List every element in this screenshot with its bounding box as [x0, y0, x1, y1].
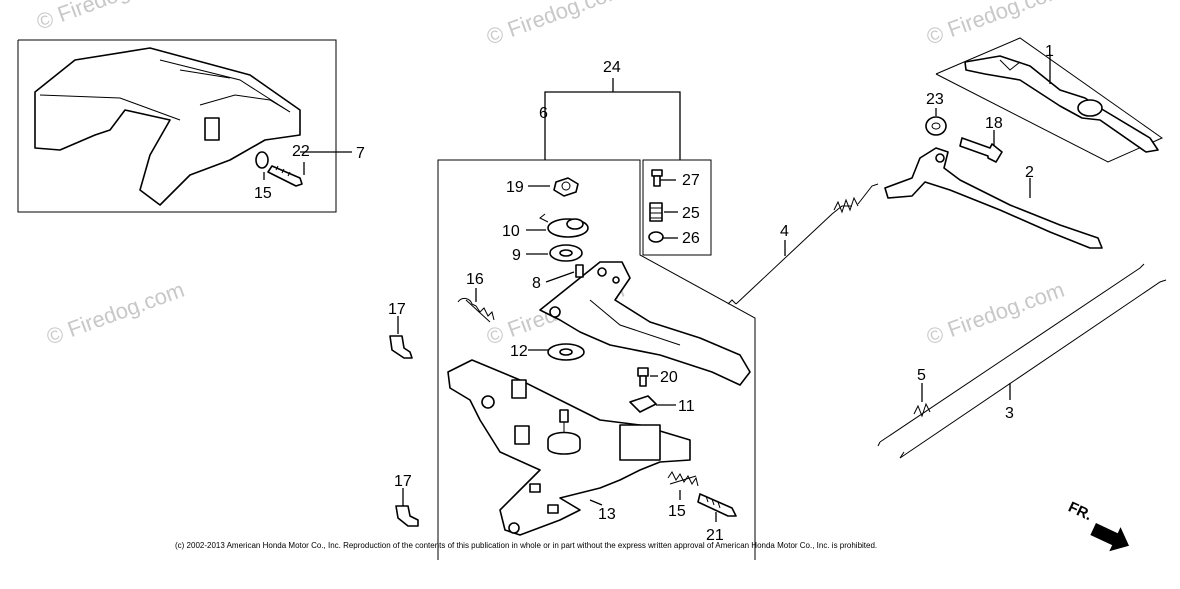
governor-arm-group [437, 78, 756, 560]
cover-boss [204, 117, 220, 141]
label-21: 21 [706, 527, 724, 544]
label-11: 11 [678, 398, 695, 415]
label-23: 23 [926, 91, 944, 108]
label-2: 2 [1025, 164, 1034, 181]
bolt-18 [959, 130, 1003, 163]
front-arrow-icon [1090, 523, 1129, 552]
watermark: © Firedog.com [43, 277, 187, 350]
label-19: 19 [506, 179, 524, 196]
label-17-top: 17 [388, 301, 406, 318]
label-22: 22 [292, 143, 310, 160]
label-15-top: 15 [254, 185, 272, 202]
label-20: 20 [660, 369, 678, 386]
label-17-bottom: 17 [394, 473, 412, 490]
spring-16 [457, 297, 495, 323]
collar-25 [649, 202, 663, 222]
leader-lines [263, 108, 937, 522]
bolt-17-lower [395, 488, 419, 527]
label-13: 13 [598, 506, 616, 523]
label-1: 1 [1045, 43, 1054, 60]
group-frame-left [17, 39, 337, 213]
part-labels: 1 2 3 4 5 6 7 8 9 10 11 12 13 15 15 16 1… [254, 43, 1054, 544]
copyright-notice: (c) 2002-2013 American Honda Motor Co., … [175, 541, 877, 550]
label-7: 7 [356, 145, 365, 162]
front-direction-indicator: FR. [1066, 499, 1129, 552]
label-5: 5 [917, 367, 926, 384]
label-3: 3 [1005, 405, 1014, 422]
spring-plate-10 [539, 213, 589, 238]
watermark: © Firedog.com [483, 0, 627, 50]
governor-rod-4 [727, 183, 879, 305]
bolt-22 [267, 165, 303, 187]
spring-5 [913, 383, 931, 418]
clip-26 [648, 231, 664, 243]
watermark: © Firedog.com [923, 277, 1067, 350]
bolt-20 [637, 367, 649, 387]
label-16: 16 [466, 271, 484, 288]
lever-1-group [935, 37, 1164, 163]
sub-frame-25-27 [642, 159, 712, 256]
label-9: 9 [512, 247, 521, 264]
label-15-bottom: 15 [668, 503, 686, 520]
label-27: 27 [682, 172, 700, 189]
label-10: 10 [502, 223, 520, 240]
control-lever-2 [884, 147, 1103, 249]
label-6: 6 [539, 105, 548, 122]
label-25: 25 [682, 205, 700, 222]
cover-group [17, 39, 352, 213]
bolt-17-upper [389, 316, 413, 359]
label-18: 18 [985, 115, 1003, 132]
label-24: 24 [603, 59, 621, 76]
spring-15-lower [667, 471, 699, 487]
bolt-21 [697, 493, 737, 517]
clip-11 [629, 395, 657, 413]
nut-23 [925, 116, 947, 136]
rod-3 [877, 263, 1167, 459]
watermark: © Firedog.com [33, 0, 177, 35]
group-frame-right [935, 37, 1164, 163]
front-label: FR. [1066, 499, 1095, 525]
washer-12 [547, 343, 585, 361]
group-frame-center [437, 159, 756, 560]
label-26: 26 [682, 230, 700, 247]
label-8: 8 [532, 275, 541, 292]
label-4: 4 [780, 223, 789, 240]
bracket-13 [447, 359, 691, 536]
washer-15-top [255, 151, 269, 169]
washer-9 [549, 244, 583, 262]
governor-arm-8 [539, 261, 751, 386]
governor-cover [34, 47, 301, 206]
screw-27 [651, 169, 663, 187]
nut-19 [553, 177, 579, 197]
label-12: 12 [510, 343, 528, 360]
control-lever-1 [964, 55, 1159, 153]
